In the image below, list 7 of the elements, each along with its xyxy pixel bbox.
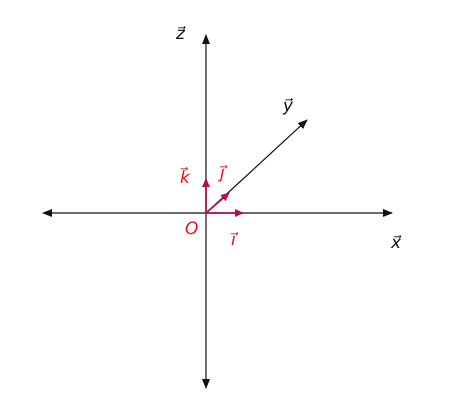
origin-label: O [185,219,198,239]
vector-label: i⃗ [231,230,236,250]
axis-label: x⃗ [391,233,402,253]
vector-label: k⃗ [180,168,190,188]
axis-label: z⃗ [176,24,185,44]
vector-label: j⃗ [220,163,225,183]
axis-label: y⃗ [283,96,294,116]
